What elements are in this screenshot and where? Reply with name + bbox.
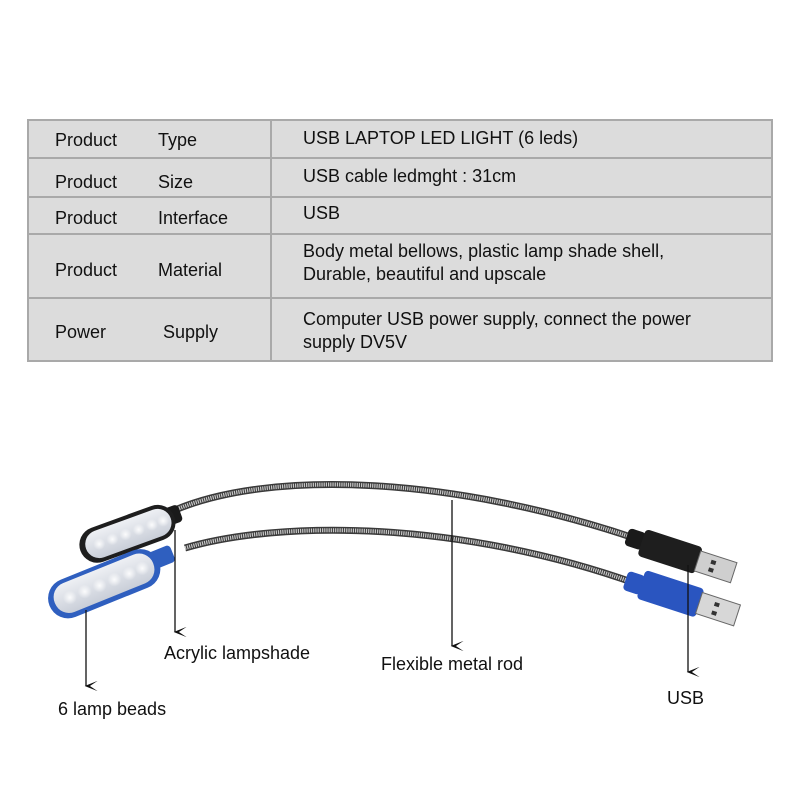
product-diagram <box>48 481 742 692</box>
spec-label: Type <box>158 130 198 150</box>
callout-flexible-rod: Flexible metal rod <box>381 654 524 674</box>
spec-table: Product Type USB LAPTOP LED LIGHT (6 led… <box>27 119 773 362</box>
spec-label: Material <box>158 260 223 280</box>
metal-rod-top <box>173 481 642 544</box>
spec-label: Size <box>158 172 194 192</box>
spec-value-line: Durable, beautiful and upscale <box>303 264 547 284</box>
spec-label: Interface <box>158 208 229 228</box>
callout-lamp-beads: 6 lamp beads <box>58 699 167 719</box>
lamp-head-black <box>79 504 183 563</box>
spec-value: USB <box>303 203 341 223</box>
lamp-head-blue <box>48 545 175 619</box>
spec-label: Product <box>55 260 118 280</box>
spec-value: USB LAPTOP LED LIGHT (6 leds) <box>303 128 579 148</box>
callout-acrylic-lampshade: Acrylic lampshade <box>164 643 311 663</box>
spec-row-size: Product Size USB cable ledmght : 31cm <box>29 159 771 198</box>
column-divider <box>270 121 272 360</box>
metal-rod-bottom <box>184 526 642 589</box>
spec-label: Product <box>55 130 118 150</box>
spec-row-power: Power Supply Computer USB power supply, … <box>29 299 771 362</box>
spec-label: Product <box>55 208 118 228</box>
spec-label: Product <box>55 172 118 192</box>
spec-value: USB cable ledmght : 31cm <box>303 166 517 186</box>
usb-plug-blue <box>623 570 742 627</box>
callout-usb: USB <box>667 688 705 708</box>
spec-row-material: Product Material Body metal bellows, pla… <box>29 235 771 299</box>
spec-value-line: Computer USB power supply, connect the p… <box>303 309 691 329</box>
spec-label: Power <box>55 322 107 342</box>
spec-row-type: Product Type USB LAPTOP LED LIGHT (6 led… <box>29 121 771 159</box>
spec-value-line: Body metal bellows, plastic lamp shade s… <box>303 241 665 261</box>
spec-value-line: supply DV5V <box>303 332 408 352</box>
spec-row-interface: Product Interface USB <box>29 198 771 235</box>
usb-plug-black <box>624 528 738 584</box>
spec-label: Supply <box>163 322 219 342</box>
